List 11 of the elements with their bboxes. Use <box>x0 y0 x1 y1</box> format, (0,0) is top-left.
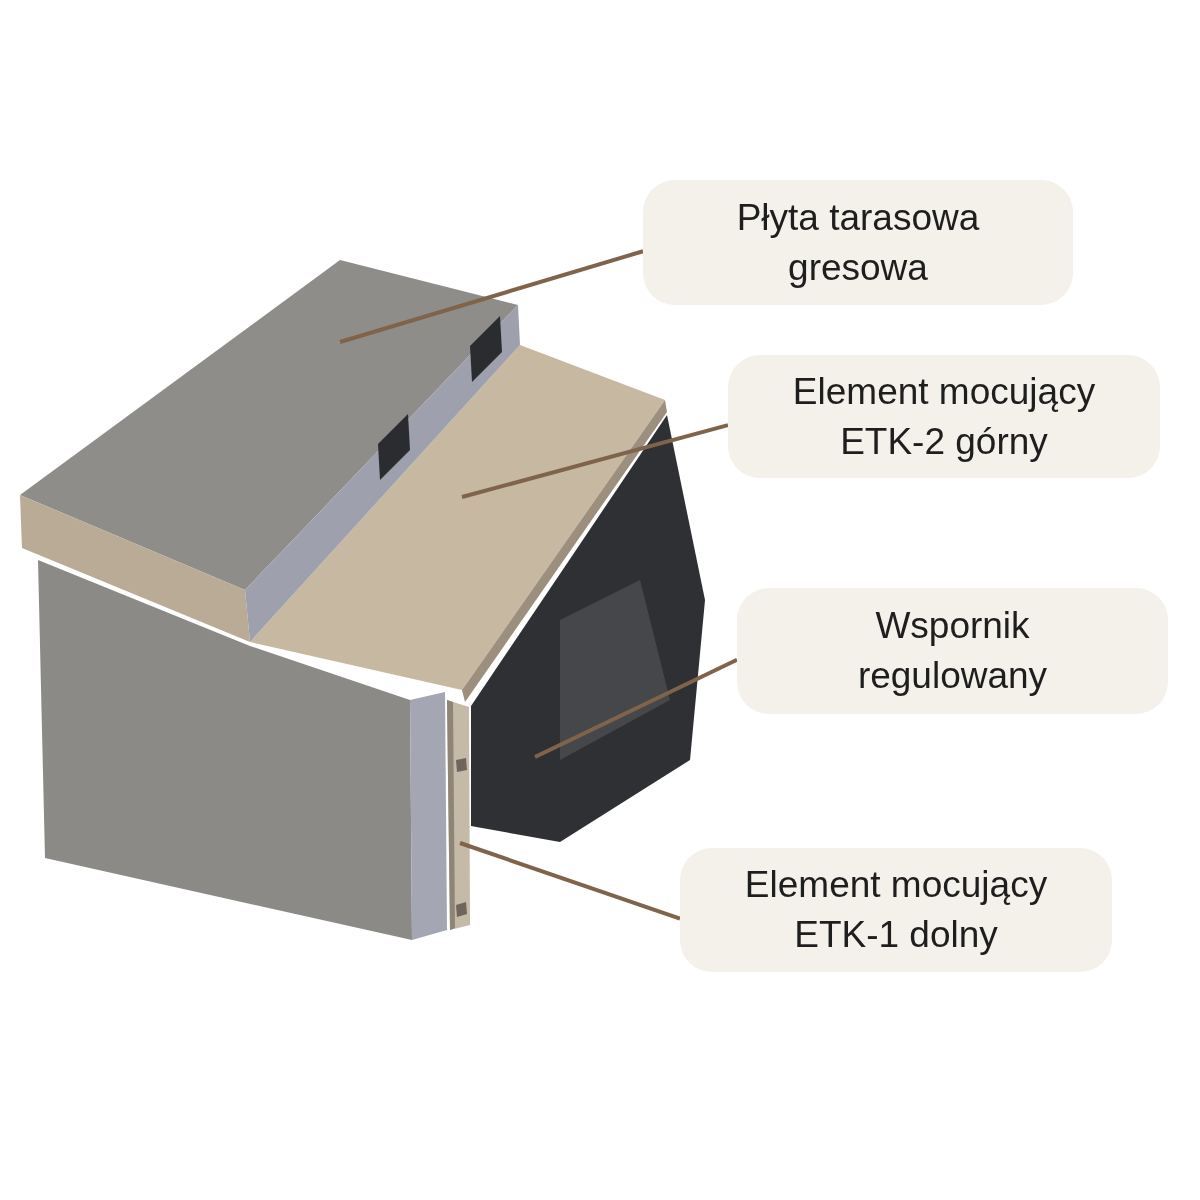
callout-box: Element mocujący ETK-2 górny <box>728 355 1160 478</box>
leader-line <box>534 658 738 759</box>
leader-line <box>459 841 681 921</box>
bracket-drawing <box>447 700 470 930</box>
callout-box: Wspornik regulowany <box>737 588 1168 714</box>
mounting-plate-drawing <box>250 345 667 702</box>
terrace-tile-drawing <box>20 260 520 642</box>
callout-box: Element mocujący ETK-1 dolny <box>680 848 1112 972</box>
callout-box: Płyta tarasowa gresowa <box>643 180 1073 305</box>
leader-line <box>339 249 644 344</box>
leader-line <box>461 423 729 499</box>
